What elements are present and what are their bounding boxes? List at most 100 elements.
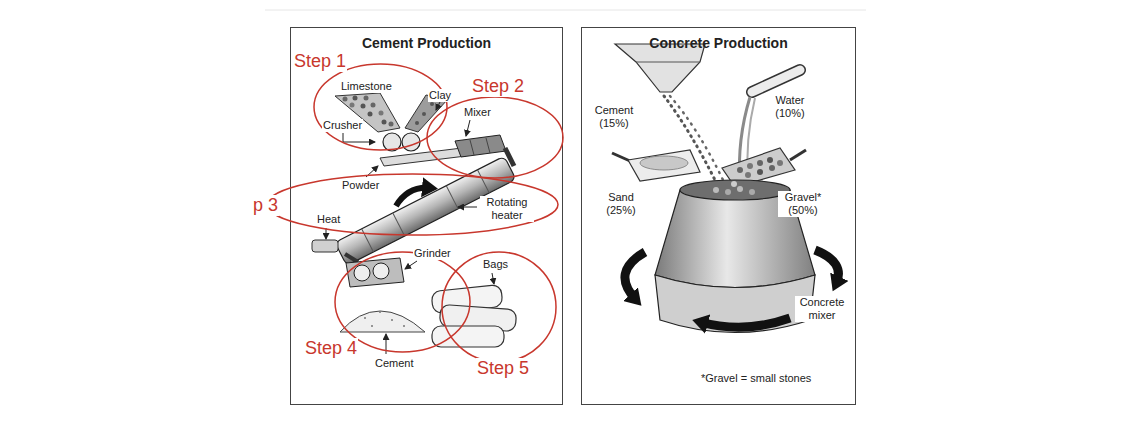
panel-title: Cement Production xyxy=(291,35,562,52)
leader-lines-part xyxy=(466,120,470,136)
clay-chute-part xyxy=(415,121,419,125)
part-label: Gravel* (50%) xyxy=(778,191,828,217)
cement-hopper-part xyxy=(615,44,705,92)
part-label: Rotating heater xyxy=(480,196,534,222)
step-ellipse-outline xyxy=(426,96,564,179)
limestone-chute-part xyxy=(368,112,373,117)
heat-pipe-part xyxy=(312,240,338,252)
grinder-unit-part xyxy=(354,265,370,281)
limestone-chute-part xyxy=(353,96,358,101)
cement-pile-part xyxy=(340,311,425,332)
limestone-chute-part xyxy=(364,96,369,101)
gravel-scoop-part xyxy=(745,172,751,178)
grinder-unit-part xyxy=(373,263,389,279)
heat-pipe xyxy=(312,240,338,252)
limestone-chute-part xyxy=(379,111,384,116)
part-label: Cement xyxy=(374,357,415,370)
water-pipe-part xyxy=(752,70,800,92)
clay-chute-part xyxy=(422,112,426,116)
rotation-arrows-part xyxy=(700,318,790,327)
limestone-chute-part xyxy=(389,122,394,127)
step-label: Step 1 xyxy=(293,51,347,72)
limestone-chute-part xyxy=(371,103,376,108)
rotation-arrows-part xyxy=(815,250,838,284)
part-label: Crusher xyxy=(322,119,363,132)
part-label: *Gravel = small stones xyxy=(700,372,812,385)
leader-lines-part xyxy=(343,133,375,142)
rotating-heater-part-part xyxy=(393,213,405,236)
limestone-chute-part xyxy=(343,97,348,102)
concrete-mixer-drum-part xyxy=(749,189,755,195)
step-ellipse: Step 2 xyxy=(426,96,564,179)
leader-lines-part xyxy=(492,273,494,284)
part-label: Water (10%) xyxy=(768,94,812,120)
crusher-rollers-part xyxy=(402,133,420,151)
top-rule-part xyxy=(265,10,866,11)
gravel-scoop-part xyxy=(790,150,806,160)
step-label: p 3 xyxy=(252,195,279,216)
part-label: Concrete mixer xyxy=(795,296,849,322)
cement-pile-part xyxy=(403,325,405,327)
concrete-mixer-drum-part xyxy=(680,180,790,200)
part-label: Cement (15%) xyxy=(592,104,636,130)
gravel-scoop-part xyxy=(737,167,743,173)
grinder-unit-part xyxy=(346,258,404,287)
rotation-arrows-part xyxy=(625,252,645,300)
sand-scoop-part xyxy=(628,150,700,181)
leader-lines xyxy=(326,102,494,354)
part-label: Clay xyxy=(428,89,452,102)
gravel-scoop-part xyxy=(777,160,783,166)
concrete-mixer-drum-part xyxy=(713,187,719,193)
sand-scoop xyxy=(612,150,700,181)
gravel-scoop-part xyxy=(769,165,775,171)
step-ellipse-line xyxy=(335,252,470,352)
part-label: Sand (25%) xyxy=(600,191,642,217)
top-rule xyxy=(265,10,866,11)
part-label: Grinder xyxy=(413,247,452,260)
water-pipe-part xyxy=(752,70,800,92)
part-label: Mixer xyxy=(463,106,492,119)
part-label: Limestone xyxy=(340,80,393,93)
clay-chute-part xyxy=(430,102,434,106)
powder-belt xyxy=(380,148,466,166)
cement-pile xyxy=(340,311,425,332)
gravel-scoop-part xyxy=(747,163,753,169)
mixer-unit-part xyxy=(470,140,474,155)
step-ellipse-line xyxy=(267,174,558,235)
concrete-mixer-drum-part xyxy=(737,186,743,192)
concrete-mixer-drum-part xyxy=(655,275,815,333)
mixer-unit-part xyxy=(455,135,506,157)
limestone-chute-part xyxy=(382,120,387,125)
rotating-heater-part xyxy=(396,188,430,206)
leader-lines-part xyxy=(458,207,477,208)
gravel-scoop-part xyxy=(757,160,763,166)
concrete-mixer-drum-part xyxy=(725,189,731,195)
cement-bags-part xyxy=(432,326,504,347)
panel-title: Concrete Production xyxy=(582,35,855,52)
part-label: Bags xyxy=(482,258,509,271)
step-label: Step 2 xyxy=(471,76,525,97)
limestone-chute-part xyxy=(350,103,355,108)
mixer-unit-part xyxy=(486,138,490,153)
part-label: Heat xyxy=(316,213,341,226)
gravel-scoop-part xyxy=(767,157,773,163)
leader-lines-part xyxy=(405,261,417,269)
limestone-chute-part xyxy=(361,104,366,109)
step-ellipse: Step 4 xyxy=(334,251,471,353)
cement-pile-part xyxy=(364,317,366,319)
step-label: Step 5 xyxy=(476,358,530,379)
rotating-heater-part-part xyxy=(362,229,374,252)
part-label: Powder xyxy=(341,179,380,192)
cement-pile-part xyxy=(379,311,381,313)
leader-lines-part xyxy=(436,102,440,110)
rotating-heater-part-part xyxy=(446,186,458,209)
cement-pile-part xyxy=(391,319,393,321)
gravel-scoop-part xyxy=(757,169,763,175)
concrete-mixer-drum-part xyxy=(731,181,737,187)
grinder-unit-part xyxy=(345,254,358,262)
cement-pile-part xyxy=(371,325,373,327)
step-ellipse-line xyxy=(427,97,563,178)
rotating-heater-part-part xyxy=(477,170,489,193)
